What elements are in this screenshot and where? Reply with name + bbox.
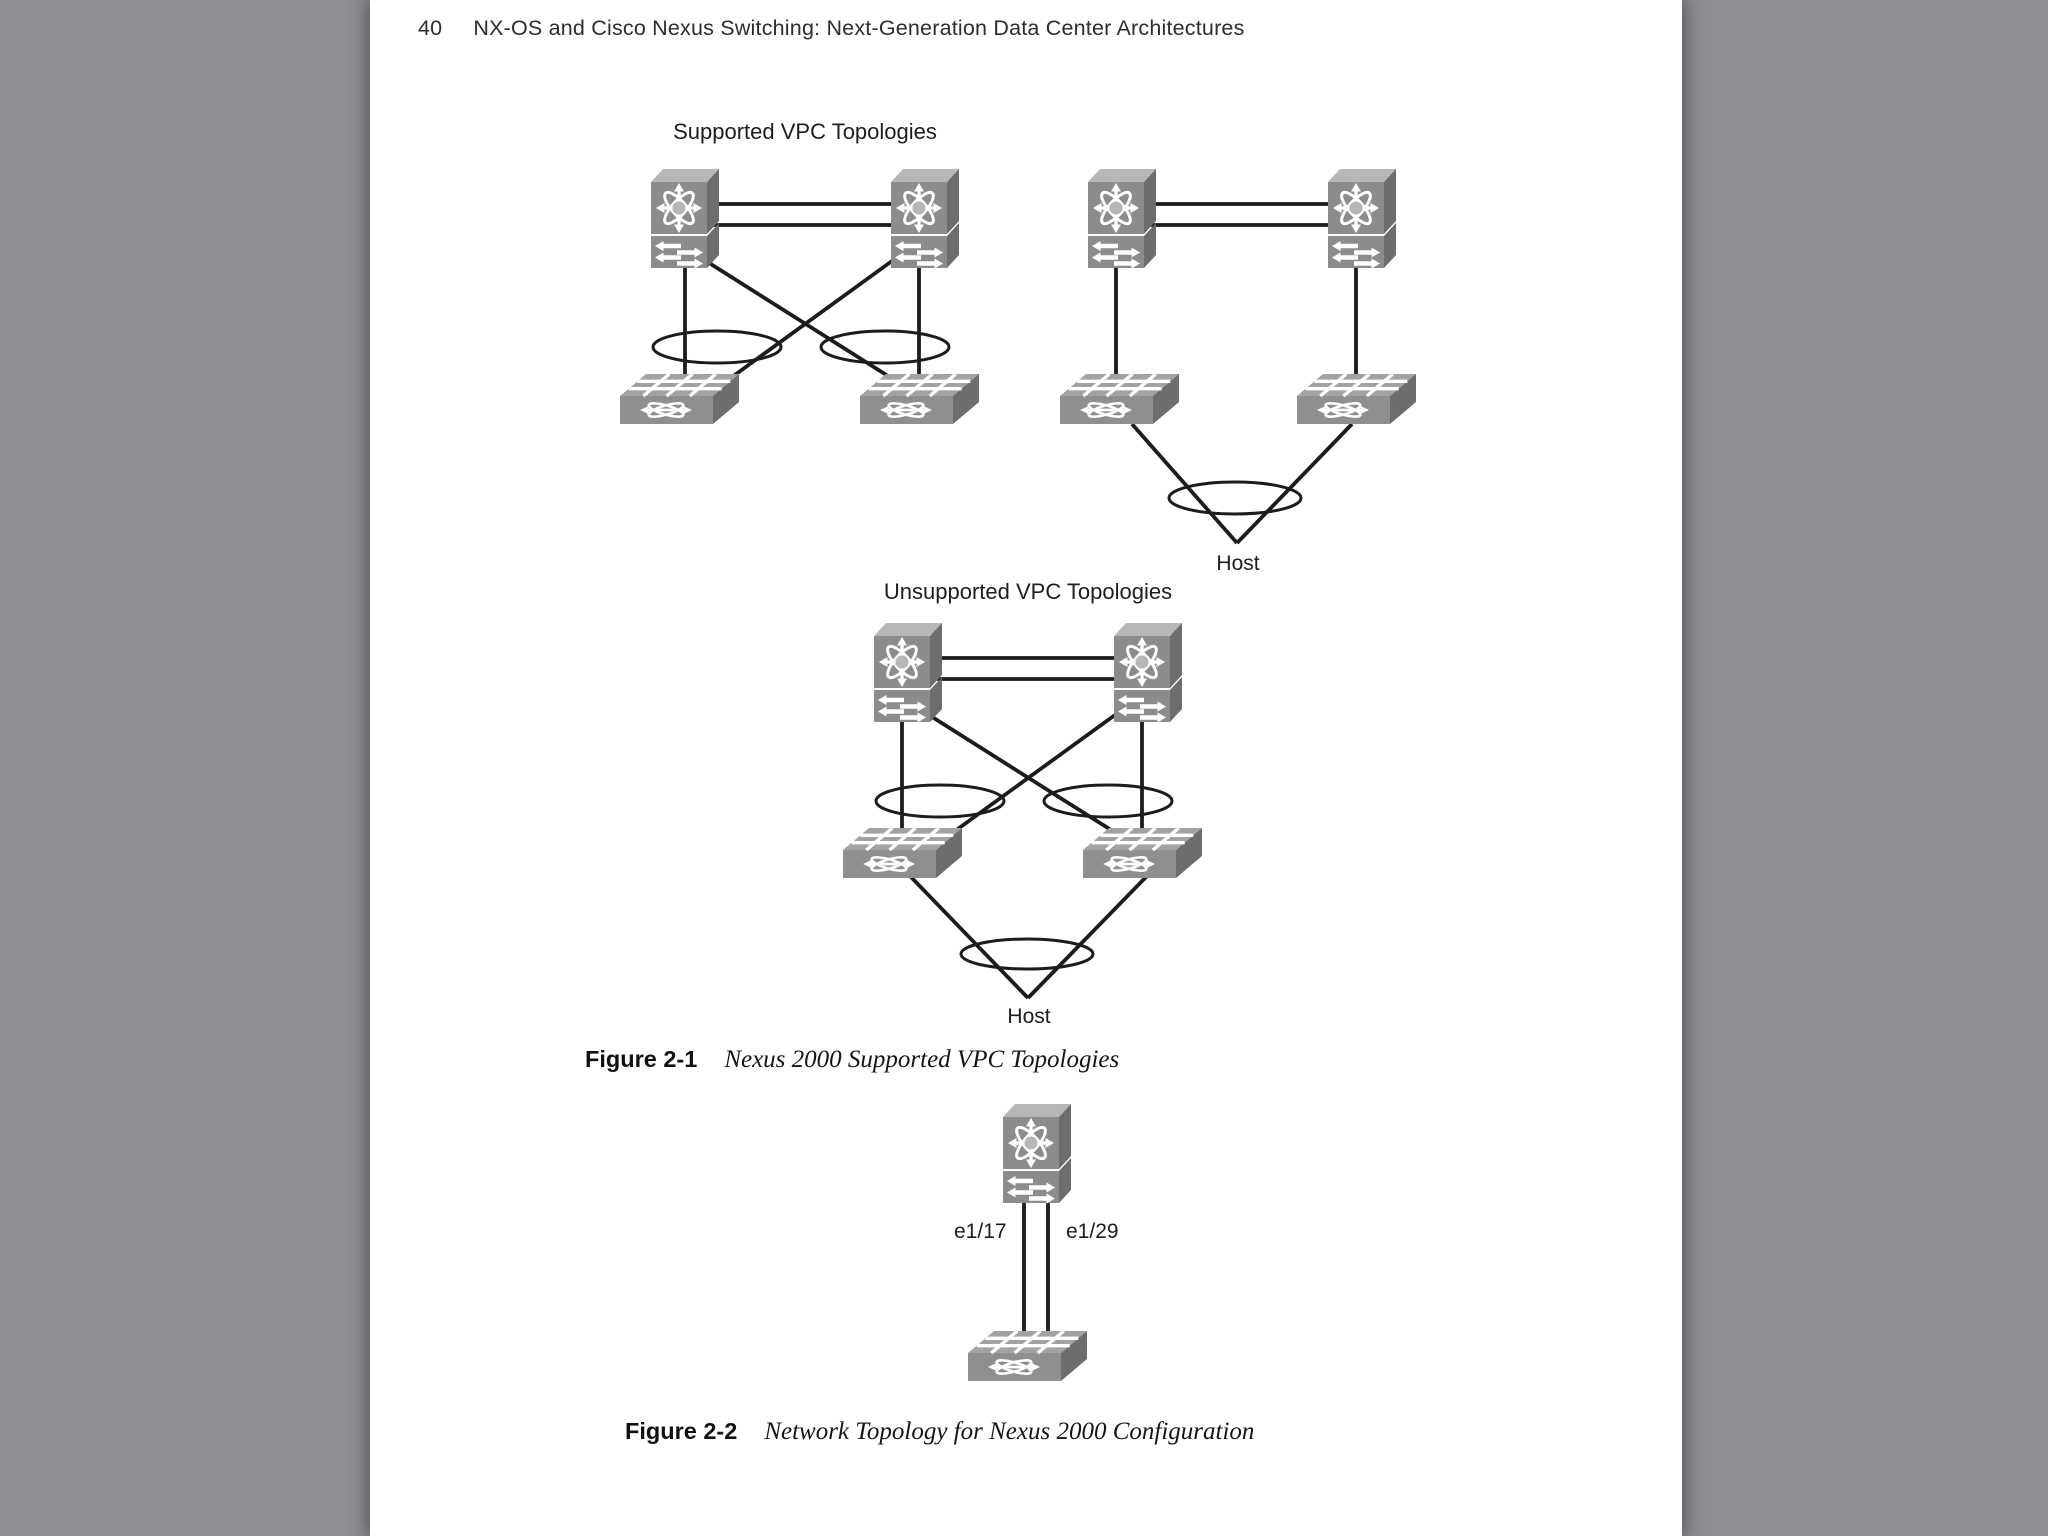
supported-topology-straight-diagram xyxy=(1114,202,1358,545)
host-label: Host xyxy=(1007,1005,1051,1028)
vpc-peer-links xyxy=(710,202,892,227)
figure-2-2-caption: Figure 2-2 Network Topology for Nexus 20… xyxy=(625,1418,1254,1446)
host-label: Host xyxy=(1216,552,1260,575)
port-channel-ellipse xyxy=(651,329,783,365)
port-channel-ellipse xyxy=(1167,480,1303,516)
vpc-peer-links xyxy=(1147,202,1329,227)
fabric-extender-icon xyxy=(858,372,981,426)
port-channel-ellipse xyxy=(819,329,951,365)
supported-topologies-heading: Supported VPC Topologies xyxy=(673,119,937,144)
figure-2-1-caption-label: Figure 2-1 xyxy=(585,1046,698,1072)
vpc-peer-links xyxy=(933,656,1115,681)
nexus-switch-icon xyxy=(1088,169,1156,269)
port-label-e1-17: e1/17 xyxy=(954,1220,1007,1243)
nexus2000-config-diagram xyxy=(1022,1200,1050,1336)
fabric-extender-icon xyxy=(1081,826,1204,880)
figure-2-1-caption-title: Nexus 2000 Supported VPC Topologies xyxy=(724,1046,1120,1073)
unsupported-topology-diagram xyxy=(874,656,1174,1000)
nexus-switch-icon xyxy=(891,169,959,269)
fabric-links xyxy=(1114,264,1358,380)
nexus-switch-icon xyxy=(651,169,719,269)
fabric-extender-icon xyxy=(966,1329,1089,1383)
host-links xyxy=(1130,422,1354,545)
figure-2-2-caption-label: Figure 2-2 xyxy=(625,1418,738,1444)
port-channel-ellipse xyxy=(959,937,1095,971)
book-page: 40 NX-OS and Cisco Nexus Switching: Next… xyxy=(370,0,1682,1536)
fabric-extender-icon xyxy=(618,372,741,426)
figure-2-2-caption-title: Network Topology for Nexus 2000 Configur… xyxy=(764,1418,1255,1445)
page-number: 40 xyxy=(418,16,443,40)
nexus-switch-icon xyxy=(1114,623,1182,723)
figure-2-1-caption: Figure 2-1 Nexus 2000 Supported VPC Topo… xyxy=(585,1046,1119,1074)
unsupported-topologies-heading: Unsupported VPC Topologies xyxy=(883,579,1173,604)
supported-topology-crossed-diagram xyxy=(651,202,951,383)
fabric-extender-icon xyxy=(1295,372,1418,426)
nexus-switch-icon xyxy=(874,623,942,723)
running-header: 40 NX-OS and Cisco Nexus Switching: Next… xyxy=(418,16,1245,41)
running-header-title: NX-OS and Cisco Nexus Switching: Next-Ge… xyxy=(473,16,1245,40)
fabric-extender-icon xyxy=(1058,372,1181,426)
host-links xyxy=(908,874,1149,1000)
vpc-topology-diagrams xyxy=(618,0,1418,1383)
port-label-e1-29: e1/29 xyxy=(1066,1220,1119,1243)
nexus-switch-icon xyxy=(1003,1104,1071,1204)
port-channel-ellipse xyxy=(1042,783,1174,819)
port-channel-ellipse xyxy=(874,783,1006,819)
fabric-extender-icon xyxy=(841,826,964,880)
nexus-switch-icon xyxy=(1328,169,1396,269)
